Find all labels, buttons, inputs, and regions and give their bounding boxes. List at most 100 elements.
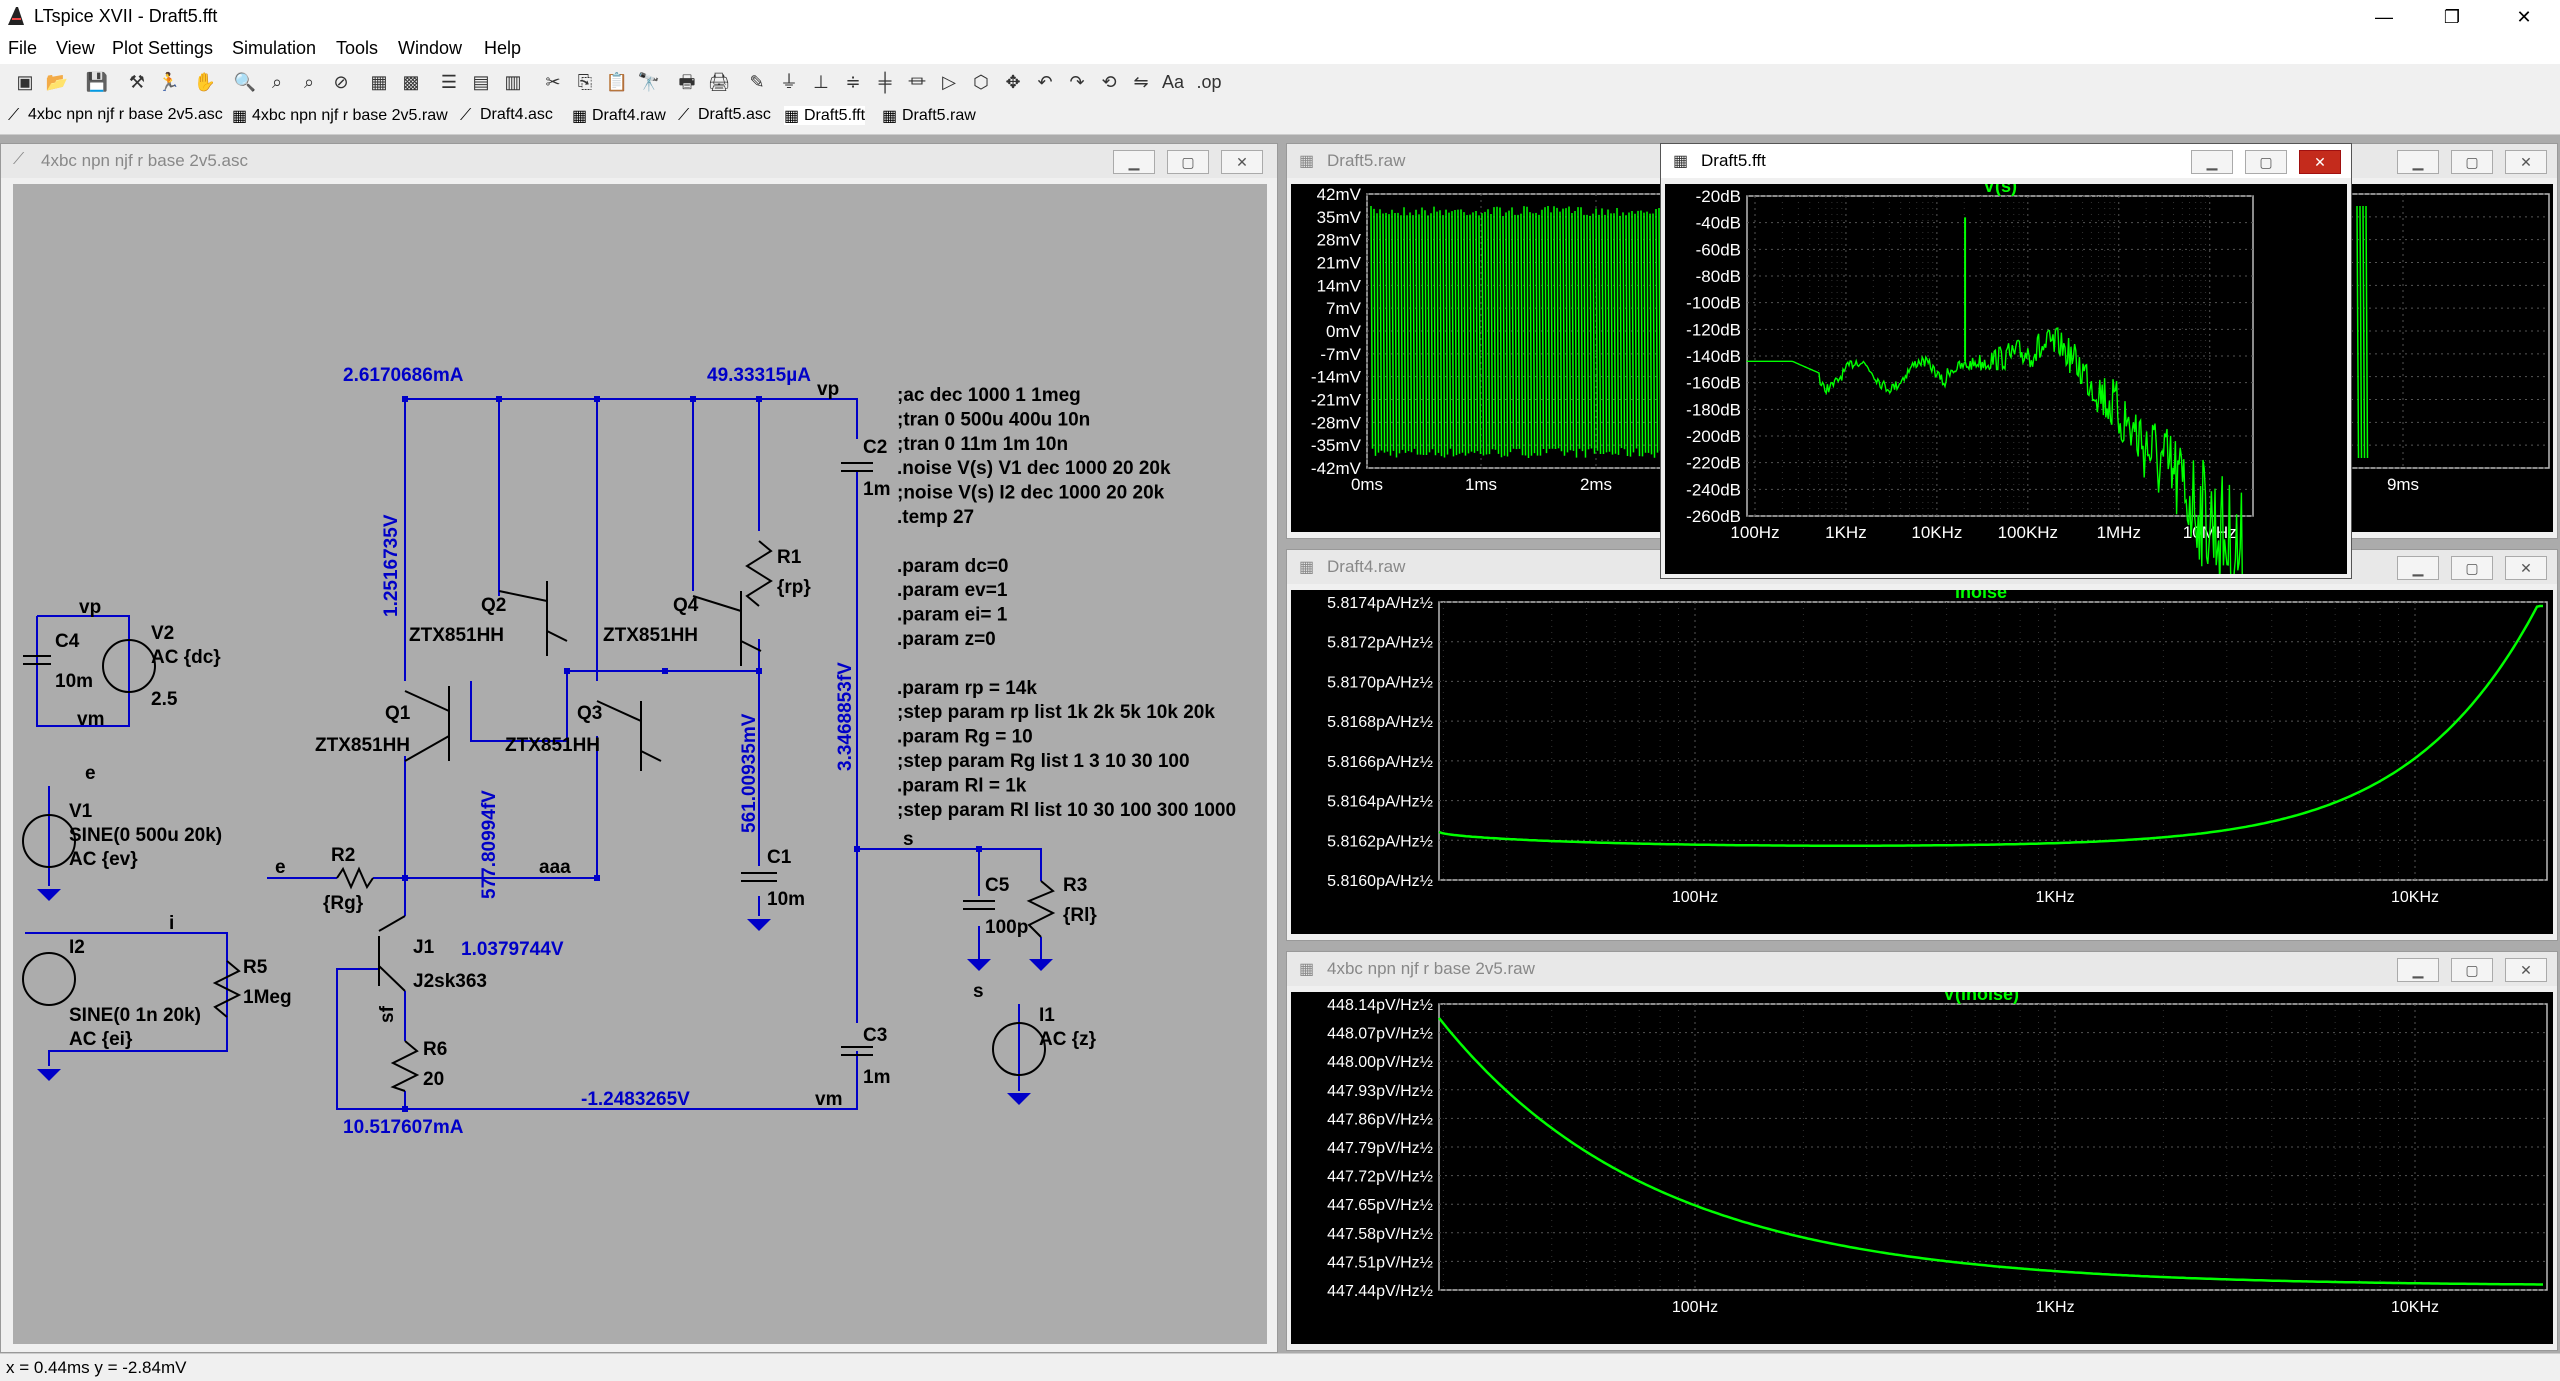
draft5-fft-plot[interactable]: -20dB-40dB-60dB-80dB-100dB-120dB-140dB-1… <box>1665 176 2347 627</box>
undo-icon[interactable]: ↶ <box>1037 72 1053 92</box>
draft4-raw-close-button[interactable]: ✕ <box>2505 556 2547 580</box>
schematic-minimize-button[interactable]: ▁ <box>1113 150 1155 174</box>
copy-icon[interactable]: ⎘ <box>577 72 593 92</box>
rotate-icon[interactable]: ⟲ <box>1101 72 1117 92</box>
redo-icon[interactable]: ↷ <box>1069 72 1085 92</box>
y-tick-label: -100dB <box>1686 294 1741 313</box>
open-icon[interactable]: 📂 <box>45 72 69 92</box>
v-inoise-trace <box>1438 1017 2543 1286</box>
menu-window[interactable]: Window <box>398 38 463 58</box>
noise-raw-titlebar[interactable]: ▦ 4xbc npn njf r base 2v5.raw ▁ ▢ ✕ <box>1287 952 2557 986</box>
component-icon[interactable]: ⬡ <box>973 72 989 92</box>
cut-icon[interactable]: ✂ <box>545 72 561 92</box>
menu-view[interactable]: View <box>56 38 95 58</box>
fit-icon[interactable]: ▩ <box>402 72 420 92</box>
find-icon[interactable]: 🔭 <box>637 72 661 92</box>
noise-raw-close-button[interactable]: ✕ <box>2505 958 2547 982</box>
draft4-raw-maximize-button[interactable]: ▢ <box>2451 556 2493 580</box>
q4-transistor <box>692 591 762 666</box>
draft5-fft-minimize-button[interactable]: ▁ <box>2191 150 2233 174</box>
draft5-fft-maximize-button[interactable]: ▢ <box>2245 150 2287 174</box>
directive-line: .param rp = 14k <box>897 678 1037 699</box>
trace-label[interactable]: inoise <box>1955 582 2007 602</box>
ground-icon[interactable]: ⏚ <box>780 72 798 92</box>
label-vp-left: vp <box>79 597 101 618</box>
schematic-close-button[interactable]: ✕ <box>1221 150 1263 174</box>
schematic-maximize-button[interactable]: ▢ <box>1167 150 1209 174</box>
menu-file[interactable]: File <box>8 38 38 58</box>
draft5-raw-close-button[interactable]: ✕ <box>2505 150 2547 174</box>
menu-simulation[interactable]: Simulation <box>232 38 317 58</box>
move-icon[interactable]: ✥ <box>1005 72 1021 92</box>
autorange-icon[interactable]: ▦ <box>370 72 388 92</box>
plot-frame <box>1438 601 2548 881</box>
close-button[interactable]: ✕ <box>2516 7 2532 27</box>
maximize-button[interactable]: ❐ <box>2443 7 2461 27</box>
label-c5-value: 100p <box>985 917 1028 938</box>
capacitor-icon[interactable]: ╪ <box>878 72 892 92</box>
control-panel-icon[interactable]: ⚒ <box>128 72 146 92</box>
mirror-icon[interactable]: ⇋ <box>1133 72 1149 92</box>
paste-icon[interactable]: 📋 <box>605 72 629 92</box>
spice-directives[interactable]: ;ac dec 1000 1 1meg;tran 0 500u 400u 10n… <box>897 385 1236 821</box>
menu-help[interactable]: Help <box>484 38 522 58</box>
new-schematic-icon[interactable]: ▣ <box>16 72 34 92</box>
trace-label[interactable]: V(inoise) <box>1943 984 2019 1004</box>
schematic-canvas[interactable]: vp vp vm vm e e i s s aaa Q1 ZTX851HH Q2… <box>13 184 1267 1344</box>
draft5-raw-maximize-button[interactable]: ▢ <box>2451 150 2493 174</box>
print-icon[interactable]: 🖶 <box>678 72 696 92</box>
schematic-window-titlebar[interactable]: ⟋ 4xbc npn njf r base 2v5.asc ▁ ▢ ✕ <box>1 144 1277 178</box>
tab-label: 4xbc npn njf r base 2v5.asc <box>28 106 223 123</box>
noise-raw-minimize-button[interactable]: ▁ <box>2397 958 2439 982</box>
draft5-fft-titlebar[interactable]: ▦ Draft5.fft ▁ ▢ ✕ <box>1661 144 2351 178</box>
wire-icon[interactable]: ✎ <box>749 72 765 92</box>
noise-raw-maximize-button[interactable]: ▢ <box>2451 958 2493 982</box>
spice-directive-icon[interactable]: .op <box>1196 72 1222 92</box>
tab-raw-1[interactable]: ▦4xbc npn njf r base 2v5.raw <box>232 106 448 125</box>
pan-icon[interactable]: ⌕ <box>271 72 283 92</box>
draft5-raw-minimize-button[interactable]: ▁ <box>2397 150 2439 174</box>
save-icon[interactable]: 💾 <box>85 72 109 92</box>
q3-transistor <box>596 700 662 771</box>
trace-label[interactable]: V(s) <box>1983 176 2017 196</box>
label-j1: J1 <box>413 937 435 958</box>
cascade-icon[interactable]: ▤ <box>472 72 490 92</box>
halt-icon[interactable]: ✋ <box>193 72 217 92</box>
draft4-raw-minimize-button[interactable]: ▁ <box>2397 556 2439 580</box>
y-tick-label: 448.00pV/Hz½ <box>1327 1054 1433 1071</box>
menu-plot-settings[interactable]: Plot Settings <box>112 38 214 58</box>
zoom-cancel-icon[interactable]: ⊘ <box>333 72 349 92</box>
x-tick-label: 100Hz <box>1730 523 1779 542</box>
inductor-icon[interactable]: ⏛ <box>908 72 926 92</box>
tab-draft4-raw[interactable]: ▦Draft4.raw <box>572 106 666 125</box>
document-tabs: ⟋4xbc npn njf r base 2v5.asc ▦4xbc npn n… <box>0 102 2560 135</box>
tab-draft5-asc[interactable]: ⟋Draft5.asc <box>678 106 771 124</box>
tab-draft5-fft[interactable]: ▦Draft5.fft <box>784 106 866 125</box>
annotation-c1-voltage: 561.00935mV <box>739 713 760 833</box>
tab-draft4-asc[interactable]: ⟋Draft4.asc <box>460 106 553 124</box>
zoom-in-icon[interactable]: 🔍 <box>233 72 257 92</box>
x-tick-label: 1MHz <box>2097 523 2141 542</box>
draft5-fft-close-button[interactable]: ✕ <box>2299 150 2341 174</box>
schematic-window-title: 4xbc npn njf r base 2v5.asc <box>41 151 248 170</box>
resistor-icon[interactable]: ≑ <box>845 72 861 92</box>
print-setup-icon[interactable]: 🖨 <box>707 72 731 92</box>
minimize-button[interactable]: — <box>2375 7 2393 27</box>
diode-icon[interactable]: ▷ <box>942 72 956 92</box>
tab-draft5-raw[interactable]: ▦Draft5.raw <box>882 106 976 125</box>
tile-vertical-icon[interactable]: ▥ <box>504 72 522 92</box>
text-icon[interactable]: Aa <box>1161 72 1185 92</box>
y-tick-label: -240dB <box>1686 480 1741 499</box>
zoom-out-icon[interactable]: ⌕ <box>303 72 315 92</box>
tab-schematic-1[interactable]: ⟋4xbc npn njf r base 2v5.asc <box>8 106 223 124</box>
v2-source <box>102 639 156 693</box>
menu-tools[interactable]: Tools <box>336 38 379 58</box>
label-v1-ac: AC {ev} <box>69 849 138 870</box>
c2-capacitor <box>841 462 873 472</box>
c5-capacitor <box>963 900 995 910</box>
tile-horizontal-icon[interactable]: ☰ <box>440 72 458 92</box>
label-net-icon[interactable]: ⊥ <box>813 72 829 92</box>
run-icon[interactable]: 🏃 <box>157 72 181 92</box>
